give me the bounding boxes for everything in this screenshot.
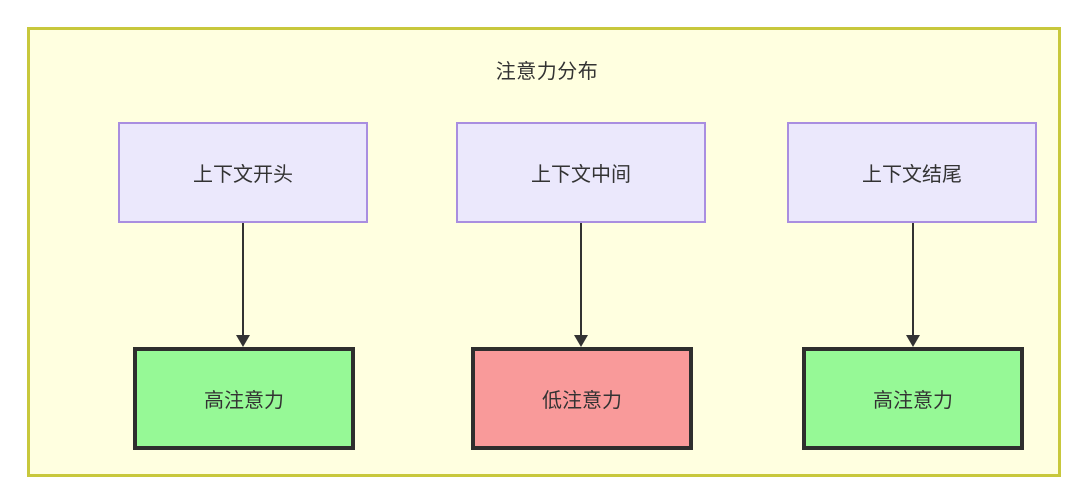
node-attention-high-start[interactable]: 高注意力 — [133, 347, 355, 450]
diagram-title: 注意力分布 — [495, 61, 599, 83]
node-attention-low-middle[interactable]: 低注意力 — [471, 347, 693, 450]
node-context-end-label: 上下文结尾 — [862, 164, 962, 186]
arrow-down-icon-column-3 — [906, 223, 920, 347]
node-context-start[interactable]: 上下文开头 — [118, 122, 368, 223]
node-attention-high-start-label: 高注意力 — [204, 390, 284, 412]
arrow-shaft — [580, 223, 582, 335]
arrow-down-icon-column-2 — [574, 223, 588, 347]
attention-distribution-group: 注意力分布 上下文开头 上下文中间 上下文结尾 高注意力 低 — [27, 27, 1061, 477]
arrow-shaft — [912, 223, 914, 335]
node-attention-high-end[interactable]: 高注意力 — [802, 347, 1024, 450]
node-context-middle[interactable]: 上下文中间 — [456, 122, 706, 223]
node-context-end[interactable]: 上下文结尾 — [787, 122, 1037, 223]
arrow-down-icon-column-1 — [236, 223, 250, 347]
arrow-head — [906, 335, 920, 347]
arrow-head — [236, 335, 250, 347]
node-context-middle-label: 上下文中间 — [531, 164, 631, 186]
node-attention-high-end-label: 高注意力 — [873, 390, 953, 412]
arrow-head — [574, 335, 588, 347]
node-attention-low-middle-label: 低注意力 — [542, 390, 622, 412]
arrow-shaft — [242, 223, 244, 335]
node-context-start-label: 上下文开头 — [193, 164, 293, 186]
